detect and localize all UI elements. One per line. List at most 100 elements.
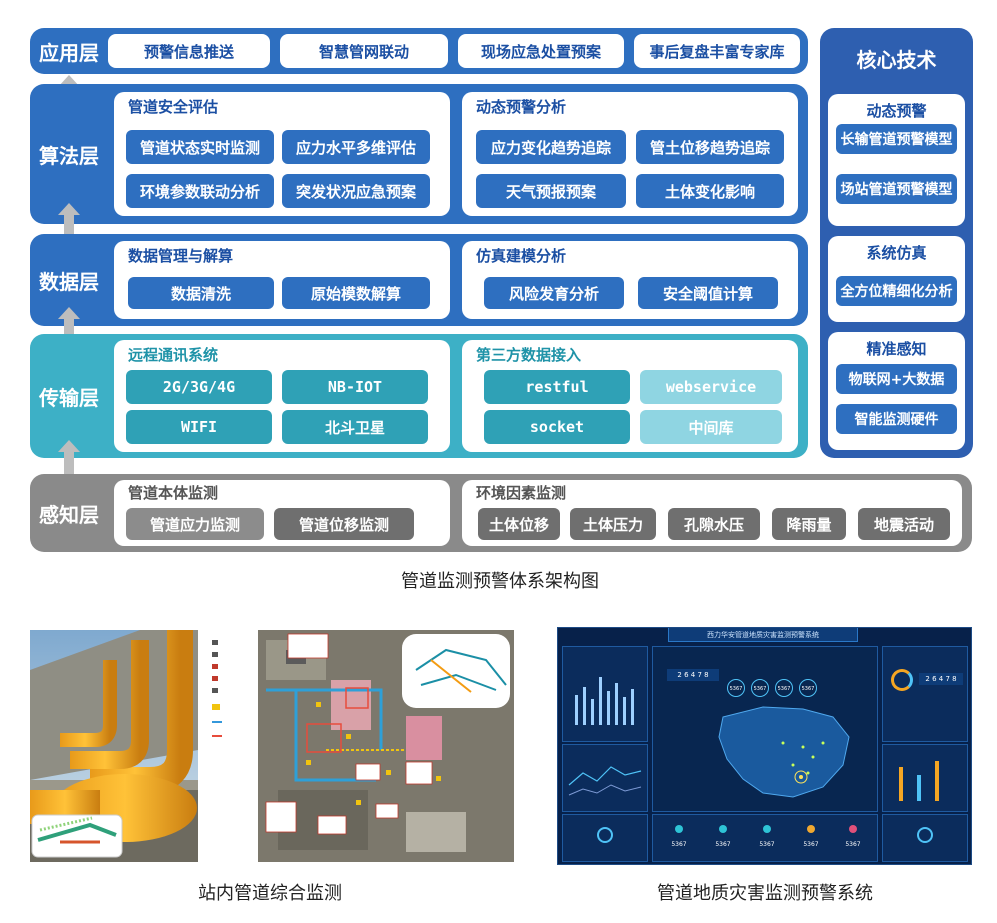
sense-right-panel: 环境因素监测 土体位移 土体压力 孔隙水压 降雨量 地震活动 bbox=[462, 480, 962, 546]
sense-right-item-4: 降雨量 bbox=[772, 508, 846, 540]
sense-left-panel: 管道本体监测 管道应力监测 管道位移监测 bbox=[114, 480, 450, 546]
transport-right-item-3: socket bbox=[484, 410, 630, 444]
up-arrow bbox=[58, 440, 80, 452]
algo-right-panel: 动态预警分析 应力变化趋势追踪 管土位移趋势追踪 天气预报预案 土体变化影响 bbox=[462, 92, 798, 216]
algo-right-item-2: 管土位移趋势追踪 bbox=[636, 130, 784, 164]
core-item: 智能监测硬件 bbox=[836, 404, 957, 434]
core-item: 长输管道预警模型 bbox=[836, 124, 957, 154]
up-arrow-stem bbox=[64, 452, 74, 476]
transport-right-title: 第三方数据接入 bbox=[476, 344, 581, 365]
core-group-title: 动态预警 bbox=[828, 100, 965, 121]
algo-left-item-4: 突发状况应急预案 bbox=[282, 174, 430, 208]
algo-right-item-1: 应力变化趋势追踪 bbox=[476, 130, 626, 164]
app-item-4: 事后复盘丰富专家库 bbox=[634, 34, 800, 68]
dash-stat-icon bbox=[849, 825, 857, 833]
dash-left-panel-bottom bbox=[562, 814, 648, 862]
transport-layer: 传输层 远程通讯系统 2G/3G/4G NB-IOT WIFI 北斗卫星 第三方… bbox=[30, 334, 808, 458]
dashboard-caption: 管道地质灾害监测预警系统 bbox=[600, 879, 930, 905]
data-left-item-1: 数据清洗 bbox=[128, 277, 274, 309]
dash-stat-icon bbox=[719, 825, 727, 833]
sense-right-title: 环境因素监测 bbox=[476, 482, 566, 503]
transport-right-item-2: webservice bbox=[640, 370, 782, 404]
dash-line-chart bbox=[563, 745, 647, 811]
core-tech-title: 核心技术 bbox=[820, 44, 973, 73]
app-item-1: 预警信息推送 bbox=[108, 34, 270, 68]
dash-stat-icon bbox=[807, 825, 815, 833]
core-group-simulation: 系统仿真 全方位精细化分析 bbox=[828, 236, 965, 322]
algo-left-item-3: 环境参数联动分析 bbox=[126, 174, 274, 208]
dash-stat-4: 5367 bbox=[793, 841, 829, 848]
sense-left-item-2: 管道位移监测 bbox=[274, 508, 414, 540]
algo-right-item-4: 土体变化影响 bbox=[636, 174, 784, 208]
sense-right-item-1: 土体位移 bbox=[478, 508, 560, 540]
up-arrow bbox=[58, 307, 80, 319]
dash-stat-icon bbox=[763, 825, 771, 833]
sense-layer: 感知层 管道本体监测 管道应力监测 管道位移监测 环境因素监测 土体位移 土体压… bbox=[30, 474, 972, 552]
photo-caption: 站内管道综合监测 bbox=[140, 879, 400, 905]
monitoring-dashboard: 西力华安管道地质灾害监测预警系统 2 6 4 7 8 5367 5367 536… bbox=[557, 627, 972, 865]
algo-layer: 算法层 管道安全评估 管道状态实时监测 应力水平多维评估 环境参数联动分析 突发… bbox=[30, 84, 808, 224]
dashboard-title: 西力华安管道地质灾害监测预警系统 bbox=[668, 630, 858, 640]
sense-left-item-1: 管道应力监测 bbox=[126, 508, 264, 540]
dash-map-panel: 2 6 4 7 8 5367 5367 5367 5367 bbox=[652, 646, 878, 812]
algo-left-panel: 管道安全评估 管道状态实时监测 应力水平多维评估 环境参数联动分析 突发状况应急… bbox=[114, 92, 450, 216]
transport-left-item-2: NB-IOT bbox=[282, 370, 428, 404]
dash-stat-5: 5367 bbox=[835, 841, 871, 848]
diagram-caption: 管道监测预警体系架构图 bbox=[360, 567, 640, 593]
dash-stat-2: 5367 bbox=[705, 841, 741, 848]
transport-left-item-1: 2G/3G/4G bbox=[126, 370, 272, 404]
app-layer: 应用层 预警信息推送 智慧管网联动 现场应急处置预案 事后复盘丰富专家库 bbox=[30, 28, 808, 74]
dash-stats-panel: 5367 5367 5367 5367 5367 bbox=[652, 814, 878, 862]
transport-right-panel: 第三方数据接入 restful webservice socket 中间库 bbox=[462, 340, 798, 452]
target-icon bbox=[917, 827, 933, 843]
dash-bar-chart bbox=[563, 647, 647, 741]
site-map-image bbox=[206, 630, 514, 862]
dash-stat-3: 5367 bbox=[749, 841, 785, 848]
core-item: 物联网+大数据 bbox=[836, 364, 957, 394]
sense-right-item-3: 孔隙水压 bbox=[668, 508, 760, 540]
site-aerial-map bbox=[206, 630, 514, 862]
target-icon bbox=[597, 827, 613, 843]
core-tech-panel: 核心技术 动态预警 长输管道预警模型 场站管道预警模型 系统仿真 全方位精细化分… bbox=[820, 28, 973, 458]
data-right-item-1: 风险发育分析 bbox=[484, 277, 624, 309]
data-left-item-2: 原始模数解算 bbox=[282, 277, 430, 309]
data-right-title: 仿真建模分析 bbox=[476, 245, 566, 266]
dash-left-panel-top bbox=[562, 646, 648, 742]
transport-left-item-3: WIFI bbox=[126, 410, 272, 444]
transport-left-panel: 远程通讯系统 2G/3G/4G NB-IOT WIFI 北斗卫星 bbox=[114, 340, 450, 452]
algo-left-item-2: 应力水平多维评估 bbox=[282, 130, 430, 164]
transport-left-title: 远程通讯系统 bbox=[128, 344, 218, 365]
dash-stat-icon bbox=[675, 825, 683, 833]
pipeline-photo bbox=[30, 630, 198, 862]
core-group-sensing: 精准感知 物联网+大数据 智能监测硬件 bbox=[828, 332, 965, 450]
china-map bbox=[653, 647, 877, 811]
algo-left-item-1: 管道状态实时监测 bbox=[126, 130, 274, 164]
up-arrow bbox=[58, 203, 80, 215]
core-item: 场站管道预警模型 bbox=[836, 174, 957, 204]
data-right-item-2: 安全阈值计算 bbox=[638, 277, 778, 309]
algo-right-title: 动态预警分析 bbox=[476, 96, 566, 117]
app-item-2: 智慧管网联动 bbox=[280, 34, 448, 68]
core-group-title: 精准感知 bbox=[828, 338, 965, 359]
algo-right-item-3: 天气预报预案 bbox=[476, 174, 626, 208]
dash-right-panel-mid bbox=[882, 744, 968, 812]
sense-layer-name: 感知层 bbox=[30, 474, 108, 552]
app-layer-name: 应用层 bbox=[30, 28, 108, 74]
dash-column-chart bbox=[883, 745, 967, 811]
dash-right-counter: 2 6 4 7 8 bbox=[919, 673, 963, 685]
data-left-title: 数据管理与解算 bbox=[128, 245, 233, 266]
dash-right-panel-bottom bbox=[882, 814, 968, 862]
transport-left-item-4: 北斗卫星 bbox=[282, 410, 428, 444]
dash-right-panel-top: 2 6 4 7 8 bbox=[882, 646, 968, 742]
data-left-panel: 数据管理与解算 数据清洗 原始模数解算 bbox=[114, 241, 450, 319]
pipeline-photo-image bbox=[30, 630, 198, 862]
dash-left-panel-mid bbox=[562, 744, 648, 812]
dash-stat-1: 5367 bbox=[661, 841, 697, 848]
sense-left-title: 管道本体监测 bbox=[128, 482, 218, 503]
transport-right-item-4: 中间库 bbox=[640, 410, 782, 444]
transport-right-item-1: restful bbox=[484, 370, 630, 404]
app-item-3: 现场应急处置预案 bbox=[458, 34, 624, 68]
sense-right-item-2: 土体压力 bbox=[570, 508, 656, 540]
algo-left-title: 管道安全评估 bbox=[128, 96, 218, 117]
data-layer: 数据层 数据管理与解算 数据清洗 原始模数解算 仿真建模分析 风险发育分析 安全… bbox=[30, 234, 808, 326]
